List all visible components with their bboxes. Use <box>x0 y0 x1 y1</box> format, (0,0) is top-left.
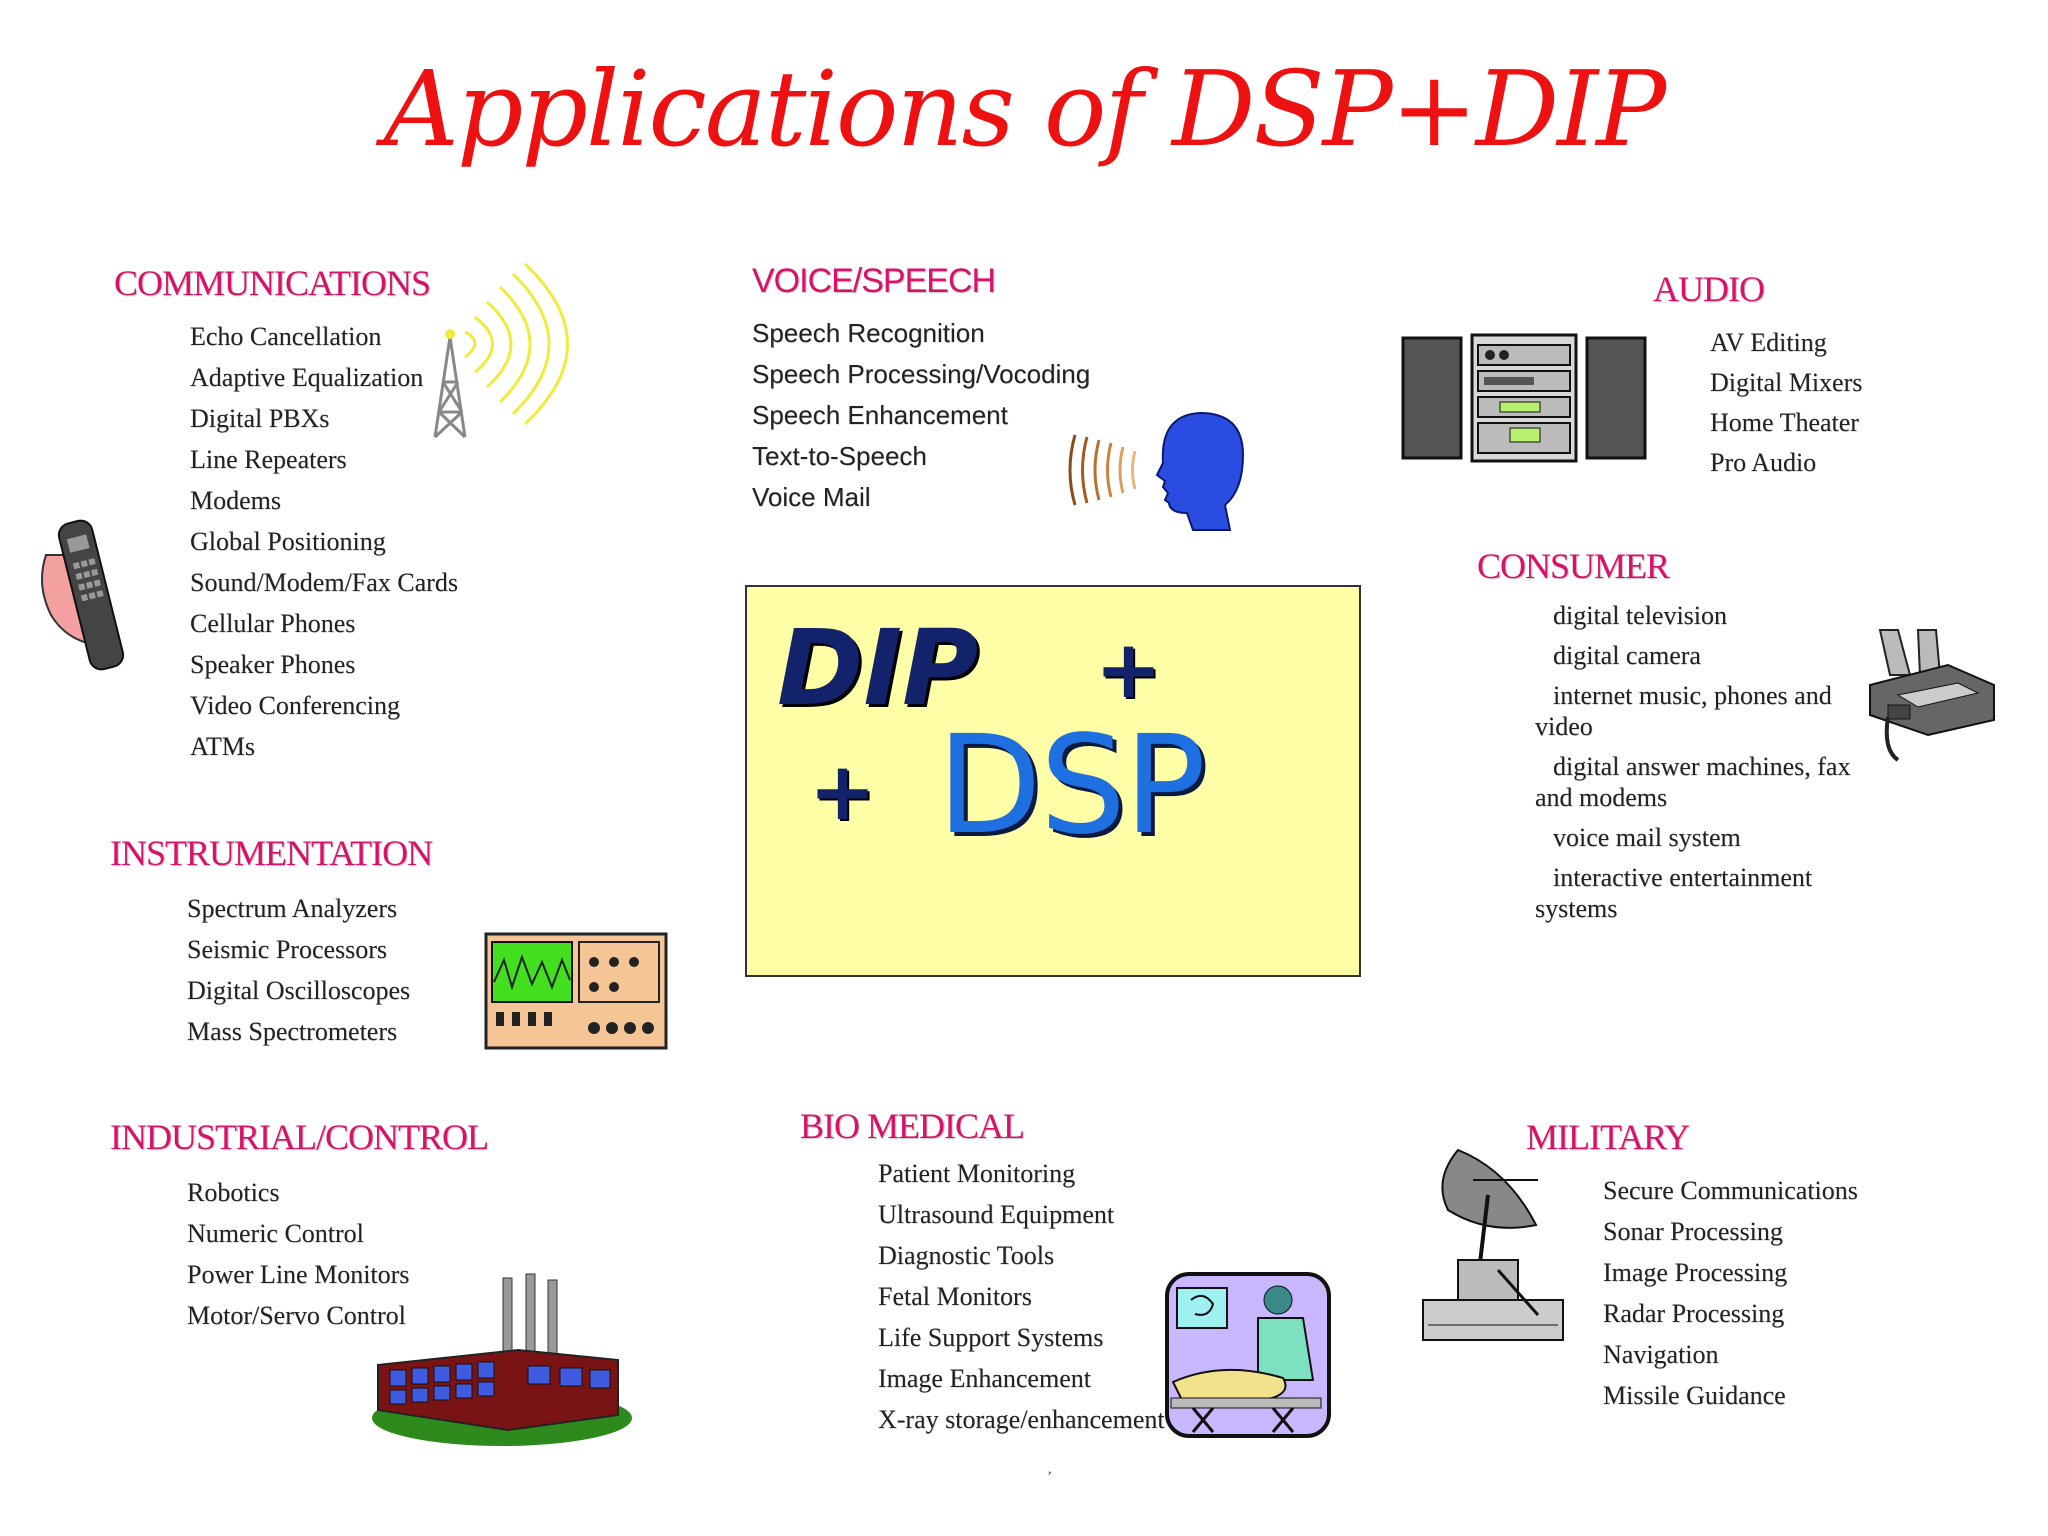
antenna-tower-icon <box>433 262 569 439</box>
list-item: Echo Cancellation <box>190 322 382 351</box>
list-item: digital television <box>1553 601 1728 630</box>
instrumentation-heading: INSTRUMENTATION <box>110 833 433 873</box>
list-item: AV Editing <box>1710 328 1827 357</box>
dip-label: DIP <box>777 607 979 729</box>
bio-medical-heading: BIO MEDICAL <box>800 1106 1025 1146</box>
list-item: Mass Spectrometers <box>187 1017 398 1046</box>
list-item: digital answer machines, fax and modems <box>1535 752 1851 812</box>
consumer-heading: CONSUMER <box>1477 546 1670 586</box>
dsp-label: DSP <box>937 707 1206 865</box>
list-item: Line Repeaters <box>190 445 347 474</box>
list-item: Image Enhancement <box>878 1364 1091 1393</box>
list-item: Image Processing <box>1603 1258 1788 1287</box>
list-item: Cellular Phones <box>190 609 356 638</box>
consumer-list: digital television digital camera internet… <box>1535 600 1875 933</box>
stereo-system-icon <box>1401 333 1647 463</box>
plus-sign: + <box>1095 623 1163 716</box>
list-item: Ultrasound Equipment <box>878 1200 1115 1229</box>
list-item: Speaker Phones <box>190 650 356 679</box>
list-item: internet music, phones and video <box>1535 681 1832 741</box>
list-item: Global Positioning <box>190 527 386 556</box>
satellite-dish-icon <box>1422 1148 1564 1341</box>
list-item: Life Support Systems <box>878 1323 1104 1352</box>
list-item: Home Theater <box>1710 408 1859 437</box>
list-item: Modems <box>190 486 281 515</box>
list-item: Digital PBXs <box>190 404 330 433</box>
list-item: Radar Processing <box>1603 1299 1785 1328</box>
list-item: Digital Mixers <box>1710 368 1863 397</box>
list-item: Voice Mail <box>752 482 871 512</box>
audio-heading: AUDIO <box>1653 269 1765 309</box>
list-item: Robotics <box>187 1178 280 1207</box>
cell-phone-icon <box>41 519 125 671</box>
list-item: Pro Audio <box>1710 448 1817 477</box>
list-item: Diagnostic Tools <box>878 1241 1055 1270</box>
military-heading: MILITARY <box>1526 1117 1690 1157</box>
list-item: Power Line Monitors <box>187 1260 410 1289</box>
list-item: Text-to-Speech <box>752 441 927 471</box>
list-item: Sound/Modem/Fax Cards <box>190 568 458 597</box>
list-item: digital camera <box>1553 641 1701 670</box>
list-item: Navigation <box>1603 1340 1719 1369</box>
page-title: Applications of DSP+DIP <box>383 48 1666 170</box>
list-item: Video Conferencing <box>190 691 400 720</box>
list-item: Digital Oscilloscopes <box>187 976 411 1005</box>
list-item: Seismic Processors <box>187 935 388 964</box>
instrument-panel-icon <box>484 932 668 1050</box>
list-item: Adaptive Equalization <box>190 363 424 392</box>
list-item: Secure Communications <box>1603 1176 1858 1205</box>
list-item: Speech Processing/Vocoding <box>752 359 1091 389</box>
list-item: Patient Monitoring <box>878 1159 1076 1188</box>
list-item: Speech Recognition <box>752 318 985 348</box>
patient-scan-icon <box>1165 1272 1331 1438</box>
speaking-head-icon <box>1068 411 1245 531</box>
industrial-control-heading: INDUSTRIAL/CONTROL <box>110 1117 489 1157</box>
list-item: Speech Enhancement <box>752 400 1008 430</box>
communications-heading: COMMUNICATIONS <box>114 263 431 303</box>
list-item: Numeric Control <box>187 1219 364 1248</box>
factory-icon <box>372 1273 632 1446</box>
plus-sign: + <box>809 745 877 838</box>
list-item: X-ray storage/enhancement <box>878 1405 1165 1434</box>
fax-machine-icon <box>1869 629 1995 762</box>
footnote-mark: , <box>1048 1462 1052 1477</box>
list-item: Sonar Processing <box>1603 1217 1783 1246</box>
list-item: Missile Guidance <box>1603 1381 1786 1410</box>
list-item: interactive entertainment systems <box>1535 863 1813 923</box>
list-item: Fetal Monitors <box>878 1282 1032 1311</box>
list-item: Spectrum Analyzers <box>187 894 398 923</box>
list-item: voice mail system <box>1553 823 1741 852</box>
voice-speech-heading: VOICE/SPEECH <box>752 262 996 300</box>
list-item: ATMs <box>190 732 256 761</box>
list-item: Motor/Servo Control <box>187 1301 406 1330</box>
center-box: DIP + + DSP <box>745 585 1361 977</box>
